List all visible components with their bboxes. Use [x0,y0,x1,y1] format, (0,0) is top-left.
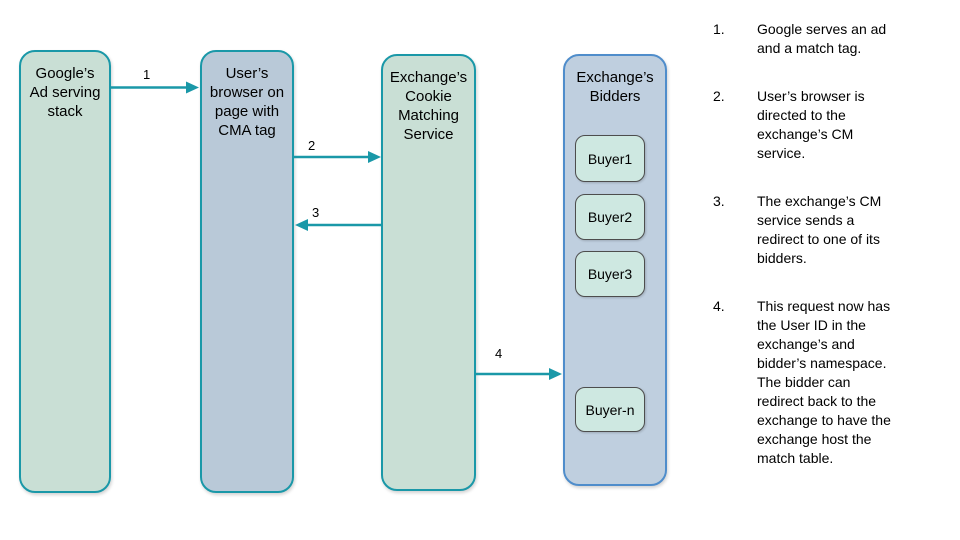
arrow-3-label: 3 [312,205,320,220]
note-line: bidders. [757,250,807,266]
arrow-4 [475,368,562,380]
arrow-2-label: 2 [308,138,316,153]
node-title-line: Google’s [35,65,95,82]
arrowhead-right-icon [368,151,381,163]
arrow-1-label: 1 [143,67,151,82]
note-item-4: 4. This request now has the User ID in t… [713,297,953,468]
note-line: User’s browser is [757,88,865,104]
note-item-1: 1. Google serves an ad and a match tag. [713,20,953,58]
note-line: exchange host the [757,431,872,447]
arrowhead-right-icon [186,81,199,94]
note-text: The exchange’s CM service sends a redire… [757,192,953,268]
arrow-1 [111,81,199,94]
buyer1-box: Buyer1 [575,135,645,182]
node-cookie-matching-service: Exchange’s Cookie Matching Service [381,54,476,491]
note-line: The exchange’s CM [757,193,882,209]
note-item-2: 2. User’s browser is directed to the exc… [713,87,953,163]
note-number: 1. [713,21,725,37]
arrowhead-right-icon [549,368,562,380]
node-exchange-bidders: Exchange’s Bidders Buyer1 Buyer2 Buyer3 … [563,54,667,486]
note-text: This request now has the User ID in the … [757,297,953,468]
buyer2-box: Buyer2 [575,194,645,240]
note-line: This request now has [757,298,891,314]
node-title-line: Cookie [405,88,452,105]
node-title: Exchange’s Bidders [565,56,665,106]
note-line: redirect back to the [757,393,877,409]
node-title-line: browser on [209,84,285,101]
node-title: Google’s Ad serving stack [21,52,109,121]
node-title-line: Ad serving [29,84,101,101]
notes-panel: 1. Google serves an ad and a match tag. … [713,20,953,468]
arrow-4-label: 4 [495,346,503,361]
node-user-browser: User’s browser on page with CMA tag [200,50,294,493]
note-line: match table. [757,450,834,466]
note-line: service sends a [757,212,855,228]
node-title: User’s browser on page with CMA tag [202,52,292,140]
note-line: Google serves an ad [757,21,887,37]
note-number: 4. [713,298,725,314]
note-number: 3. [713,193,725,209]
note-item-3: 3. The exchange’s CM service sends a red… [713,192,953,268]
note-line: service. [757,145,806,161]
note-number: 2. [713,88,725,104]
node-title-line: stack [47,103,83,120]
note-line: bidder’s namespace. [757,355,887,371]
node-title-line: Exchange’s [389,69,468,86]
buyer-n-box: Buyer-n [575,387,645,432]
note-line: the User ID in the [757,317,866,333]
note-line: exchange’s and [757,336,855,352]
node-google-ad-serving-stack: Google’s Ad serving stack [19,50,111,493]
node-title-line: Bidders [589,88,641,105]
node-title-line: User’s [225,65,269,82]
note-line: exchange’s CM [757,126,854,142]
buyer3-box: Buyer3 [575,251,645,297]
note-line: The bidder can [757,374,851,390]
note-line: and a match tag. [757,40,862,56]
node-title-line: Matching [398,107,459,124]
note-line: exchange to have the [757,412,891,428]
arrow-3 [295,219,381,231]
note-line: directed to the [757,107,846,123]
arrowhead-left-icon [295,219,308,231]
node-title-line: page with [214,103,280,120]
note-line: redirect to one of its [757,231,880,247]
node-title: Exchange’s Cookie Matching Service [383,56,474,144]
node-title-line: Exchange’s [576,69,654,86]
note-text: Google serves an ad and a match tag. [757,20,953,58]
node-title-line: Service [403,126,454,143]
node-title-line: CMA tag [218,122,276,139]
note-text: User’s browser is directed to the exchan… [757,87,953,163]
